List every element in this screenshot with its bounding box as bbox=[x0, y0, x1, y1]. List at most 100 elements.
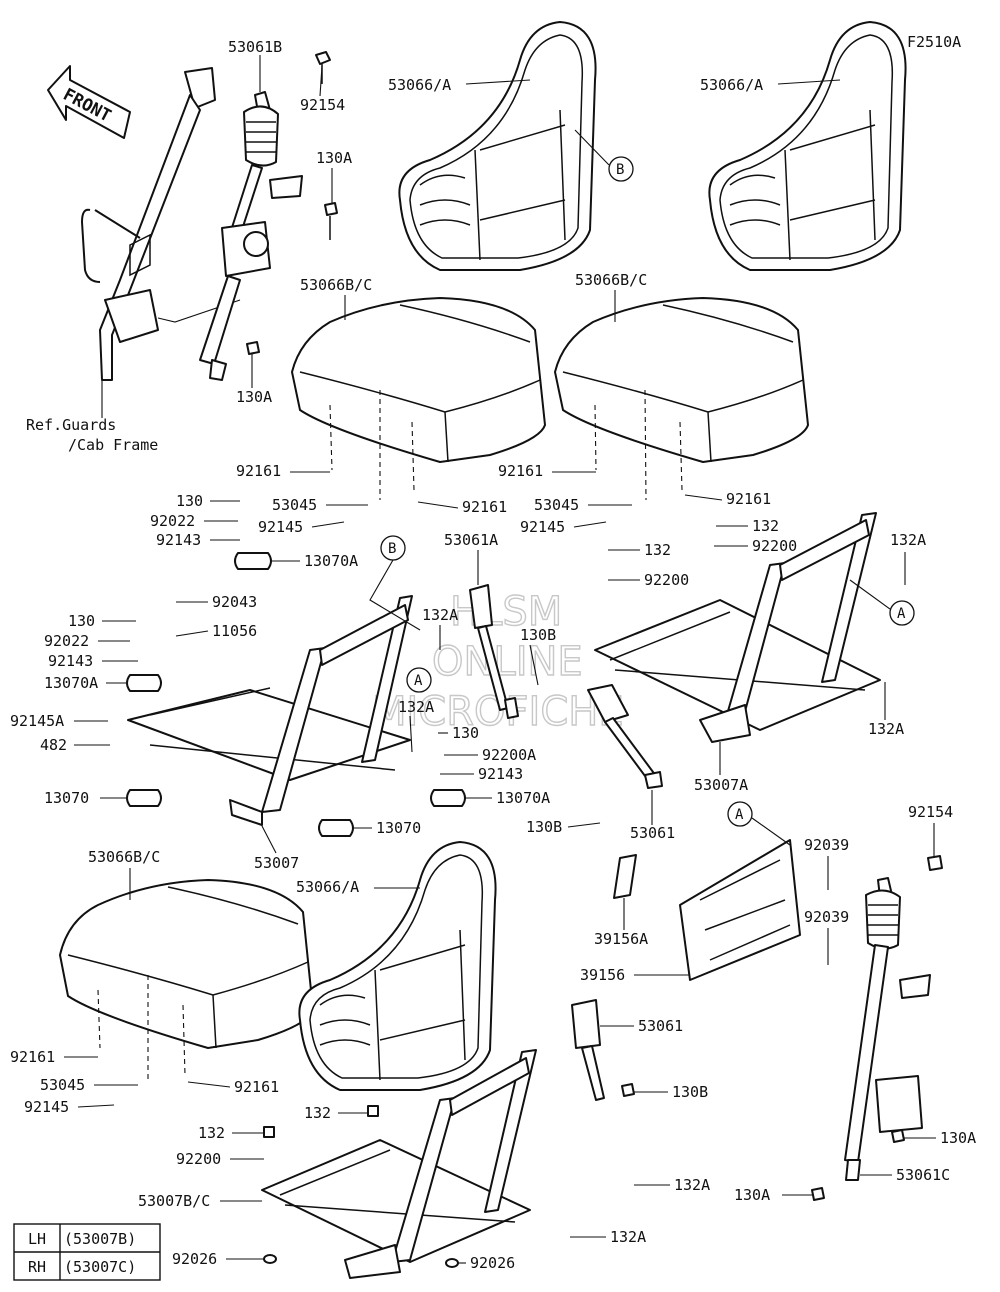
label-53061a: 53061A bbox=[444, 531, 498, 549]
svg-text:ONLINE: ONLINE bbox=[432, 639, 583, 685]
bolt-130a-mid bbox=[246, 341, 260, 355]
label-13070-2: 13070 bbox=[376, 819, 421, 837]
svg-text:B: B bbox=[388, 541, 396, 557]
label-39156: 39156 bbox=[580, 966, 625, 984]
label-92022-1: 92022 bbox=[150, 512, 195, 530]
label-53066bc-2: 53066B/C bbox=[575, 271, 647, 289]
guard-cab-frame bbox=[81, 67, 241, 381]
seat-back-upper-right bbox=[708, 21, 907, 271]
label-132a-1: 132A bbox=[422, 606, 458, 624]
label-13070a-3: 13070A bbox=[496, 789, 550, 807]
label-92161-2: 92161 bbox=[462, 498, 507, 516]
table-rh: RH bbox=[28, 1258, 46, 1276]
label-92143-2: 92143 bbox=[48, 652, 93, 670]
svg-text:B: B bbox=[616, 162, 624, 178]
seat-belt-53061b bbox=[199, 91, 303, 381]
label-132a-6: 132A bbox=[610, 1228, 646, 1246]
label-53007: 53007 bbox=[254, 854, 299, 872]
svg-text:Ref.Guards: Ref.Guards bbox=[26, 416, 116, 434]
label-92022-2: 92022 bbox=[44, 632, 89, 650]
label-13070a-1: 13070A bbox=[304, 552, 358, 570]
label-92161-4: 92161 bbox=[726, 490, 771, 508]
label-92143-3: 92143 bbox=[478, 765, 523, 783]
label-53061-2: 53061 bbox=[638, 1017, 683, 1035]
label-132-2: 132 bbox=[752, 517, 779, 535]
label-53045-3: 53045 bbox=[40, 1076, 85, 1094]
label-53061c: 53061C bbox=[896, 1166, 950, 1184]
label-92039-2: 92039 bbox=[804, 908, 849, 926]
cover-39156 bbox=[613, 839, 801, 981]
ref-guards-note: Ref.Guards /Cab Frame bbox=[26, 380, 158, 454]
label-92161-6: 92161 bbox=[234, 1078, 279, 1096]
label-92200-2: 92200 bbox=[752, 537, 797, 555]
callout-a-right bbox=[889, 600, 915, 626]
label-13070a-2: 13070A bbox=[44, 674, 98, 692]
svg-text:/Cab Frame: /Cab Frame bbox=[68, 436, 158, 454]
svg-text:A: A bbox=[735, 807, 744, 823]
seat-frame-53007bc bbox=[261, 1049, 537, 1279]
diagram-code: F2510A bbox=[907, 33, 961, 51]
bolt-92154-top bbox=[315, 51, 331, 84]
label-92200a: 92200A bbox=[482, 746, 536, 764]
label-482: 482 bbox=[40, 736, 67, 754]
label-53045-2: 53045 bbox=[534, 496, 579, 514]
label-92200-1: 92200 bbox=[644, 571, 689, 589]
label-53061b: 53061B bbox=[228, 38, 282, 56]
svg-text:HLSM: HLSM bbox=[450, 589, 562, 635]
label-53066a-3: 53066/A bbox=[296, 878, 359, 896]
label-130a-bottom: 130A bbox=[734, 1186, 770, 1204]
label-53066bc-1: 53066B/C bbox=[300, 276, 372, 294]
seat-cushion-lower-left bbox=[59, 879, 314, 1049]
label-92143-1: 92143 bbox=[156, 531, 201, 549]
table-rh-part: (53007C) bbox=[64, 1258, 136, 1276]
label-130-3: 130 bbox=[452, 724, 479, 742]
buckle-53061-middle bbox=[587, 684, 663, 789]
label-92145-3: 92145 bbox=[24, 1098, 69, 1116]
label-132-3: 132 bbox=[304, 1104, 331, 1122]
label-130b-1: 130B bbox=[520, 626, 556, 644]
label-132a-5: 132A bbox=[674, 1176, 710, 1194]
seat-back-upper-middle bbox=[398, 21, 597, 271]
label-13070-1: 13070 bbox=[44, 789, 89, 807]
label-132a-3: 132A bbox=[890, 531, 926, 549]
label-130b-2: 130B bbox=[526, 818, 562, 836]
label-53045-1: 53045 bbox=[272, 496, 317, 514]
label-11056: 11056 bbox=[212, 622, 257, 640]
table-lh: LH bbox=[28, 1230, 46, 1248]
label-92161-1: 92161 bbox=[236, 462, 281, 480]
watermark: HLSM ONLINE MICROFICHE bbox=[371, 588, 624, 735]
label-92154-top: 92154 bbox=[300, 96, 345, 114]
seat-cushion-upper-middle bbox=[291, 297, 546, 463]
label-39156a: 39156A bbox=[594, 930, 648, 948]
label-92145-1: 92145 bbox=[258, 518, 303, 536]
label-92043: 92043 bbox=[212, 593, 257, 611]
label-132a-4: 132A bbox=[868, 720, 904, 738]
label-130a-top: 130A bbox=[316, 149, 352, 167]
label-132a-2: 132A bbox=[398, 698, 434, 716]
label-130a-mid: 130A bbox=[236, 388, 272, 406]
label-92026-2: 92026 bbox=[470, 1254, 515, 1272]
label-130-2: 130 bbox=[68, 612, 95, 630]
label-92161-3: 92161 bbox=[498, 462, 543, 480]
label-130-1: 130 bbox=[176, 492, 203, 510]
variant-table: LH (53007B) RH (53007C) bbox=[13, 1223, 161, 1281]
callout-a-lower bbox=[727, 801, 753, 827]
label-92200-3: 92200 bbox=[176, 1150, 221, 1168]
front-arrow-icon: FRONT bbox=[47, 65, 131, 139]
bolt-130a-top bbox=[324, 202, 338, 240]
seat-back-lower-middle bbox=[298, 841, 497, 1091]
seat-belt-53061c bbox=[844, 877, 931, 1181]
buckle-53061-lower bbox=[571, 999, 605, 1101]
label-53066bc-3: 53066B/C bbox=[88, 848, 160, 866]
label-132-1: 132 bbox=[644, 541, 671, 559]
callout-a-left bbox=[406, 667, 432, 693]
label-92039-1: 92039 bbox=[804, 836, 849, 854]
label-92161-5: 92161 bbox=[10, 1048, 55, 1066]
table-lh-part: (53007B) bbox=[64, 1230, 136, 1248]
label-130a-right: 130A bbox=[940, 1129, 976, 1147]
buckle-53061a bbox=[469, 584, 519, 719]
label-53061-1: 53061 bbox=[630, 824, 675, 842]
label-53066a-1: 53066/A bbox=[388, 76, 451, 94]
label-130b-3: 130B bbox=[672, 1083, 708, 1101]
seat-frame-53007 bbox=[127, 595, 413, 826]
